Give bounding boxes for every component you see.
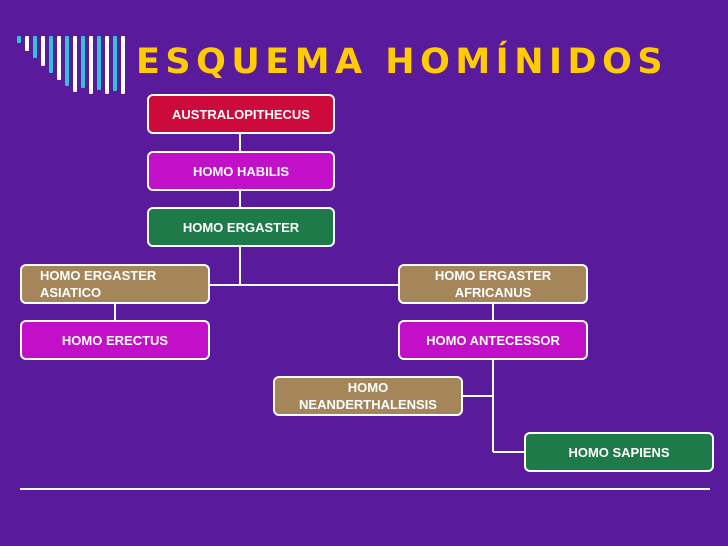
stripe — [49, 36, 53, 73]
bottom-divider — [20, 488, 710, 490]
stripe — [73, 36, 77, 92]
node-label: HOMO ERGASTER ASIATICO — [40, 268, 157, 300]
node-label: HOMO SAPIENS — [568, 444, 670, 460]
node-label: HOMO NEANDERTHALENSIS — [299, 380, 437, 412]
node-label: AUSTRALOPITHECUS — [172, 106, 310, 122]
stripe — [33, 36, 37, 58]
stripe — [17, 36, 21, 43]
node-label: HOMO ERGASTER — [182, 219, 300, 235]
stripe — [121, 36, 125, 94]
node-homo-ergaster: HOMO ERGASTER — [147, 207, 335, 247]
node-label: HOMO ERGASTER AFRICANUS — [434, 268, 552, 300]
stripe — [41, 36, 45, 66]
stripe — [89, 36, 93, 94]
node-homo-erectus: HOMO ERECTUS — [20, 320, 210, 360]
node-homo-antecessor: HOMO ANTECESSOR — [398, 320, 588, 360]
stripe — [105, 36, 109, 94]
decorative-stripes — [17, 36, 129, 94]
node-homo-neanderthalensis: HOMO NEANDERTHALENSIS — [273, 376, 463, 416]
stripe — [113, 36, 117, 91]
stripe — [81, 36, 85, 88]
node-homo-ergaster-africanus: HOMO ERGASTER AFRICANUS — [398, 264, 588, 304]
node-homo-habilis: HOMO HABILIS — [147, 151, 335, 191]
node-homo-sapiens: HOMO SAPIENS — [524, 432, 714, 472]
slide-title: ESQUEMA HOMÍNIDOS — [136, 42, 669, 82]
node-label: HOMO ERECTUS — [61, 332, 169, 348]
stripe — [65, 36, 69, 86]
node-label: HOMO HABILIS — [192, 163, 290, 179]
stripe — [57, 36, 61, 80]
node-label: HOMO ANTECESSOR — [426, 332, 560, 348]
stripe — [25, 36, 29, 51]
node-australopithecus: AUSTRALOPITHECUS — [147, 94, 335, 134]
node-homo-ergaster-asiatico: HOMO ERGASTER ASIATICO — [20, 264, 210, 304]
stripe — [97, 36, 101, 90]
